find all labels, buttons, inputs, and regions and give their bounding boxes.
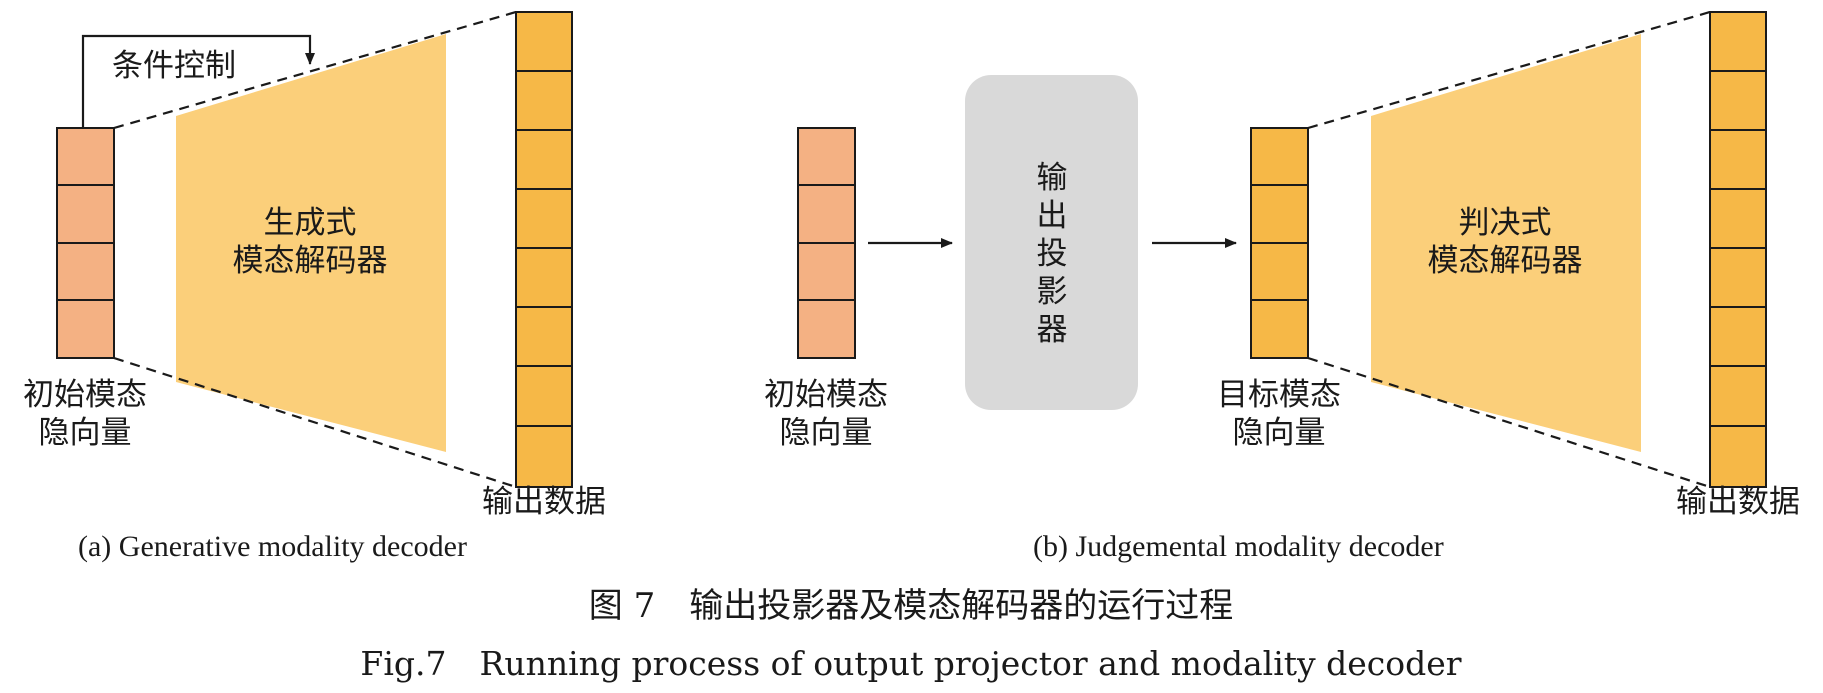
generative-decoder-label-1: 生成式	[264, 205, 357, 241]
output-projector-label-2: 出	[1037, 198, 1068, 234]
judgemental-decoder-shape	[1371, 34, 1641, 452]
generative-decoder-label-2: 模态解码器	[233, 243, 388, 279]
target-latent-label-2: 隐向量	[1233, 415, 1326, 451]
initial-latent-label-1: 初始模态	[23, 377, 147, 413]
output-projector-label-3: 投	[1037, 236, 1068, 272]
judgemental-decoder-label-2: 模态解码器	[1428, 243, 1583, 279]
panel-a-subtitle: (a) Generative modality decoder	[78, 530, 467, 563]
judgemental-decoder-label-1: 判决式	[1459, 205, 1552, 241]
output-data-column-b	[1709, 11, 1767, 488]
panel-a: 条件控制 生成式 模态解码器 初始模态 隐向量 输出数据 (a) Generat…	[23, 10, 606, 563]
target-latent-vector	[1250, 127, 1309, 359]
initial-latent-label-2: 隐向量	[39, 415, 132, 451]
initial-latent-vector-a	[56, 127, 115, 359]
output-projector-box	[965, 75, 1138, 410]
caption-zh: 图 7 输出投影器及模态解码器的运行过程	[589, 586, 1233, 626]
condition-control-arrow	[81, 34, 315, 128]
output-projector-label-1: 输	[1037, 160, 1068, 196]
initial-latent-label-b-2: 隐向量	[780, 415, 873, 451]
generative-decoder-shape	[176, 34, 446, 452]
condition-control-label: 条件控制	[112, 48, 236, 84]
output-projector-label-5: 器	[1037, 312, 1068, 348]
output-projector-label-4: 影	[1037, 274, 1068, 310]
dash-line-top-b	[1307, 10, 1711, 130]
output-data-label-b: 输出数据	[1676, 484, 1800, 520]
initial-latent-label-b-1: 初始模态	[764, 377, 888, 413]
dash-line-bottom-a	[113, 356, 517, 489]
output-data-column-a	[515, 11, 573, 488]
dash-line-bottom-b	[1307, 356, 1711, 489]
target-latent-label-1: 目标模态	[1217, 377, 1341, 413]
output-data-label-a: 输出数据	[482, 484, 606, 520]
panel-b-subtitle: (b) Judgemental modality decoder	[1033, 530, 1444, 563]
caption-en: Fig.7 Running process of output projecto…	[360, 644, 1461, 683]
initial-latent-vector-b	[797, 127, 856, 359]
panel-b: 初始模态 隐向量 输 出 投 影 器 目标模态 隐向量 判决式 模态解码器	[764, 10, 1800, 563]
dash-line-top-a	[113, 10, 517, 130]
